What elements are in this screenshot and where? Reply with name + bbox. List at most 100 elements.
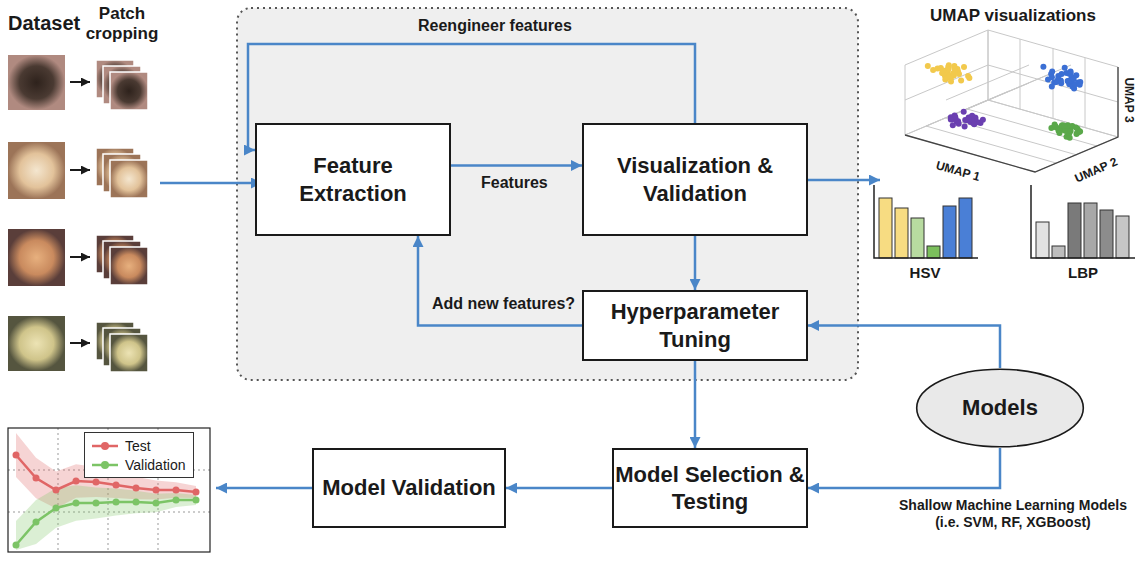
scatter-point <box>1062 65 1068 71</box>
chart-grid <box>8 428 210 552</box>
curve-point <box>193 497 200 504</box>
connector <box>506 487 612 490</box>
ellipse-shape <box>917 369 1084 447</box>
scatter-point <box>962 123 968 129</box>
flow-arrow <box>801 179 880 182</box>
curve-point <box>73 500 80 507</box>
dataset-image <box>8 229 65 286</box>
scatter-point <box>966 75 972 81</box>
caption-note: Shallow Machine Learning Models (i.e. SV… <box>888 497 1138 531</box>
curve-point <box>13 452 20 459</box>
scatter-point <box>1077 82 1083 88</box>
process-box: Model Selection & Testing <box>612 448 808 528</box>
scatter-point <box>1071 76 1077 82</box>
dataset-image <box>8 142 65 199</box>
scatter-point <box>951 70 957 76</box>
bar <box>1052 246 1065 258</box>
scatter-point <box>1061 123 1067 129</box>
connector <box>694 361 697 448</box>
curve-point <box>53 487 60 494</box>
dataset-image <box>8 316 65 371</box>
umap-plot <box>905 30 1118 172</box>
curve-point <box>13 542 20 549</box>
curve-point <box>153 487 160 494</box>
node-text: Model Validation <box>322 474 496 502</box>
chart-label: LBP <box>1068 264 1098 281</box>
curve-point <box>173 487 180 494</box>
patch <box>110 160 148 198</box>
connector <box>808 326 1000 369</box>
curve-point <box>73 478 80 485</box>
curve-point <box>33 519 40 526</box>
scatter-point <box>948 117 954 123</box>
bar <box>927 246 940 258</box>
bar <box>1036 222 1049 258</box>
scatter-point <box>1040 64 1046 70</box>
curve-point <box>93 479 100 486</box>
scatter-point <box>980 117 986 123</box>
bar <box>879 198 892 258</box>
bar <box>1100 210 1113 258</box>
scatter-point <box>950 71 956 77</box>
node-text: Visualization & Validation <box>584 152 806 207</box>
column-heading: Dataset <box>8 12 80 35</box>
curve-point <box>33 475 40 482</box>
crop-arrows <box>70 82 90 343</box>
patch <box>110 247 148 285</box>
bar <box>1084 203 1097 258</box>
axis-label: UMAP 1 <box>934 158 981 184</box>
scatter-point <box>956 121 962 127</box>
umap-axes <box>905 67 1118 172</box>
patch <box>110 334 148 372</box>
scatter-point <box>951 63 957 69</box>
axis <box>1031 185 1135 258</box>
hsv-histogram <box>874 185 978 258</box>
legend-text: Test <box>125 438 151 454</box>
learning-curve <box>8 428 210 552</box>
scatter-point <box>1058 80 1064 86</box>
curves <box>13 433 200 550</box>
legend-row: Test <box>91 436 185 455</box>
scatter-point <box>948 78 954 84</box>
patch <box>110 72 148 110</box>
curve-point <box>53 505 60 512</box>
connector <box>451 164 582 167</box>
legend-text: Validation <box>125 457 185 473</box>
bar <box>1068 203 1081 258</box>
axis-label: UMAP 3 <box>1122 77 1136 122</box>
chart-label: HSV <box>910 264 941 281</box>
column-heading: Patch cropping <box>80 4 164 45</box>
bar <box>959 198 972 258</box>
scatter-point <box>950 122 956 128</box>
connector <box>694 236 697 290</box>
umap-points <box>925 62 1084 140</box>
legend-dot <box>101 461 109 469</box>
curve-point <box>133 499 140 506</box>
legend-row: Validation <box>91 455 185 474</box>
scatter-point <box>971 121 977 127</box>
bar <box>1116 216 1129 258</box>
validation-band <box>16 485 196 550</box>
node-text: Feature Extraction <box>257 152 449 207</box>
curve-point <box>113 482 120 489</box>
umap-grid <box>905 30 1118 172</box>
chart-frame <box>8 428 210 552</box>
scatter-point <box>961 109 967 115</box>
node-text: Hyperparameter Tuning <box>584 298 806 353</box>
node-text: Models <box>962 394 1038 422</box>
curve-point <box>153 500 160 507</box>
edge-label: Features <box>481 174 548 192</box>
edge-label: Reengineer features <box>418 17 572 35</box>
scatter-point <box>1068 69 1074 75</box>
curve-point <box>173 497 180 504</box>
scatter-point <box>1073 125 1079 131</box>
scatter-point <box>1057 130 1063 136</box>
scatter-point <box>925 63 931 69</box>
axis <box>874 185 978 258</box>
process-box: Feature Extraction <box>255 123 451 236</box>
crop-arrow <box>70 256 90 258</box>
scatter-point <box>1049 83 1055 89</box>
connector <box>808 448 1000 488</box>
